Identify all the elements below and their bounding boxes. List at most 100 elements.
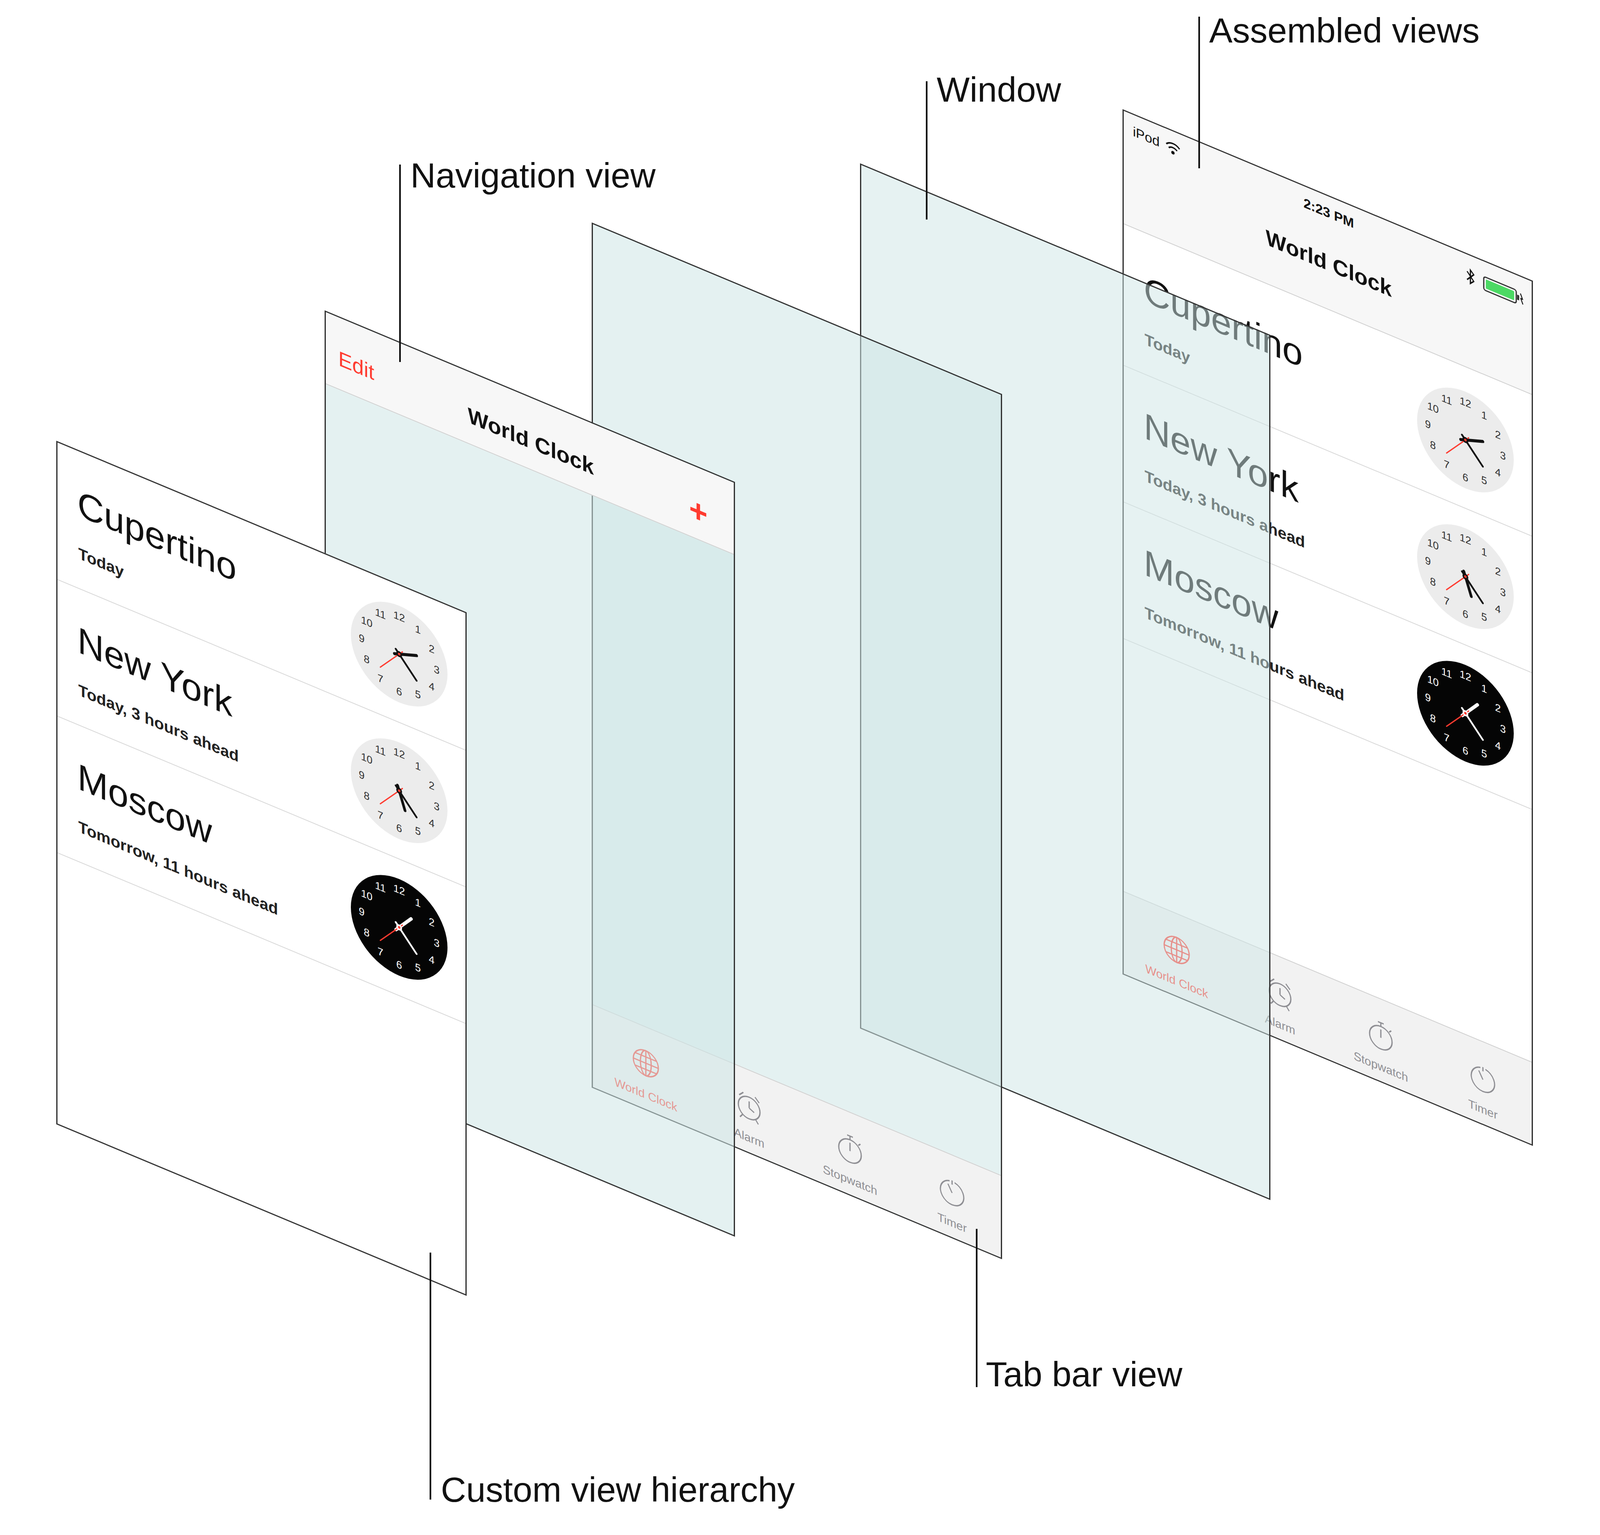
clock-numeral: 2 (1495, 700, 1501, 716)
text-holder: 12 (1459, 394, 1472, 412)
leader-line (399, 164, 401, 363)
clock-numeral: 9 (358, 631, 365, 646)
clock-numeral: 7 (1443, 594, 1450, 609)
clock-numeral: 5 (1481, 473, 1488, 488)
text-holder: Timer (937, 1210, 968, 1236)
text-holder: 12 (393, 881, 405, 899)
clock-numeral: 4 (428, 952, 435, 968)
text-holder: 1 (1481, 681, 1488, 697)
text-holder: 1 (1481, 408, 1488, 423)
clock-numeral: 12 (1459, 394, 1472, 412)
clock-numeral: 8 (1430, 437, 1436, 453)
clock-numeral: 3 (1500, 585, 1506, 600)
text-holder: 8 (363, 788, 370, 804)
clock-numeral: 3 (433, 799, 440, 815)
clock-numeral: 12 (1459, 667, 1472, 685)
text-holder: 9 (358, 631, 365, 646)
clock-face: 121234567891011 (1417, 508, 1514, 646)
text-holder: 5 (415, 824, 421, 839)
clock-numeral: 7 (377, 945, 384, 960)
text-holder: 5 (1481, 610, 1488, 625)
clock-face: 121234567891011 (350, 722, 448, 860)
clock-face: 121234567891011 (1417, 371, 1514, 509)
text-holder: 11 (375, 879, 386, 896)
tab-label: Timer (1468, 1097, 1498, 1123)
clock-numeral: 1 (1481, 408, 1488, 423)
clock-numeral: 1 (1481, 545, 1488, 560)
text-holder: Stopwatch (822, 1162, 878, 1199)
text-holder: 9 (358, 904, 365, 920)
clock-numeral: 5 (415, 687, 421, 703)
text-holder: 8 (1430, 437, 1436, 453)
text-holder: 7 (377, 945, 384, 960)
text-holder: Today (78, 544, 124, 582)
tab-icon (1466, 1054, 1500, 1102)
text-holder: + (689, 489, 708, 534)
text-holder: 6 (396, 957, 403, 973)
clock-numeral: 11 (375, 742, 386, 760)
callout-label: Assembled views (1209, 10, 1480, 51)
clock-numeral: 9 (358, 767, 365, 783)
clock-numeral: 12 (393, 745, 405, 763)
tab-icon (1364, 1012, 1398, 1060)
clock-numeral: 11 (1441, 665, 1453, 682)
clock-numeral: 4 (428, 815, 435, 831)
text-holder: 1 (415, 622, 421, 638)
text-holder: 2 (1495, 564, 1501, 579)
clock-numeral: 11 (375, 879, 386, 896)
tab-icon (833, 1125, 867, 1173)
clock-numeral: 2 (1495, 564, 1501, 579)
clock-numeral: 4 (1495, 601, 1501, 617)
clock-numeral: 8 (363, 925, 370, 940)
text-holder: 8 (1430, 711, 1436, 726)
clock-numeral: 5 (1481, 746, 1488, 762)
text-holder: 3 (1500, 722, 1506, 737)
clock-numeral: 6 (1462, 743, 1469, 759)
text-holder: 11 (375, 605, 386, 623)
text-holder: 5 (1481, 473, 1488, 488)
text-holder: 10 (1427, 535, 1439, 553)
text-holder: 7 (377, 671, 384, 687)
clock-numeral: 4 (1495, 738, 1501, 753)
text-holder: 7 (377, 808, 384, 823)
text-holder: 9 (1425, 690, 1431, 705)
clock-face: 12 12 345678 91011 (1417, 645, 1514, 783)
text-holder: 12 (393, 745, 405, 763)
clock-numeral: 2 (428, 641, 435, 657)
clock-numeral: 3 (1500, 448, 1506, 464)
callout-label: Window (936, 69, 1062, 110)
text-holder: 2 (428, 778, 435, 793)
clock-numeral: 5 (415, 960, 421, 976)
clock-numeral: 9 (358, 904, 365, 920)
text-holder: 9 (1425, 417, 1431, 432)
text-holder: 6 (1462, 743, 1469, 759)
text-holder: 10 (1427, 399, 1439, 417)
text-holder: 2 (428, 641, 435, 657)
clock-numeral: 1 (415, 622, 421, 638)
text-holder: Window (936, 69, 1062, 110)
clock-numeral: 12 (1459, 530, 1472, 548)
clock-numeral: 7 (1443, 730, 1450, 746)
clock-numeral: 8 (1430, 711, 1436, 726)
text-holder: 1 (415, 759, 421, 774)
city-name: New York (77, 618, 233, 726)
clock-numeral: 4 (428, 679, 435, 694)
text-holder: Navigation view (410, 155, 656, 196)
text-holder: 7 (1443, 594, 1450, 609)
clock-numeral: 10 (360, 750, 373, 768)
tab-label: Timer (937, 1210, 968, 1236)
text-holder: 4 (1495, 738, 1501, 753)
text-holder: 1 (415, 895, 421, 911)
clock-numeral: 7 (1443, 457, 1450, 473)
tab-label: Stopwatch (1353, 1049, 1409, 1086)
leader-line (975, 1229, 978, 1388)
leader-line (429, 1252, 432, 1500)
text-holder: 5 (415, 960, 421, 976)
text-holder: New York (77, 618, 233, 726)
text-holder: 2 (1495, 700, 1501, 716)
text-holder: 3 (433, 936, 440, 951)
text-holder: 10 (360, 750, 373, 768)
clock-numeral: 7 (377, 808, 384, 823)
clock-numeral: 10 (1427, 672, 1439, 690)
clock-numeral: 12 (393, 881, 405, 899)
